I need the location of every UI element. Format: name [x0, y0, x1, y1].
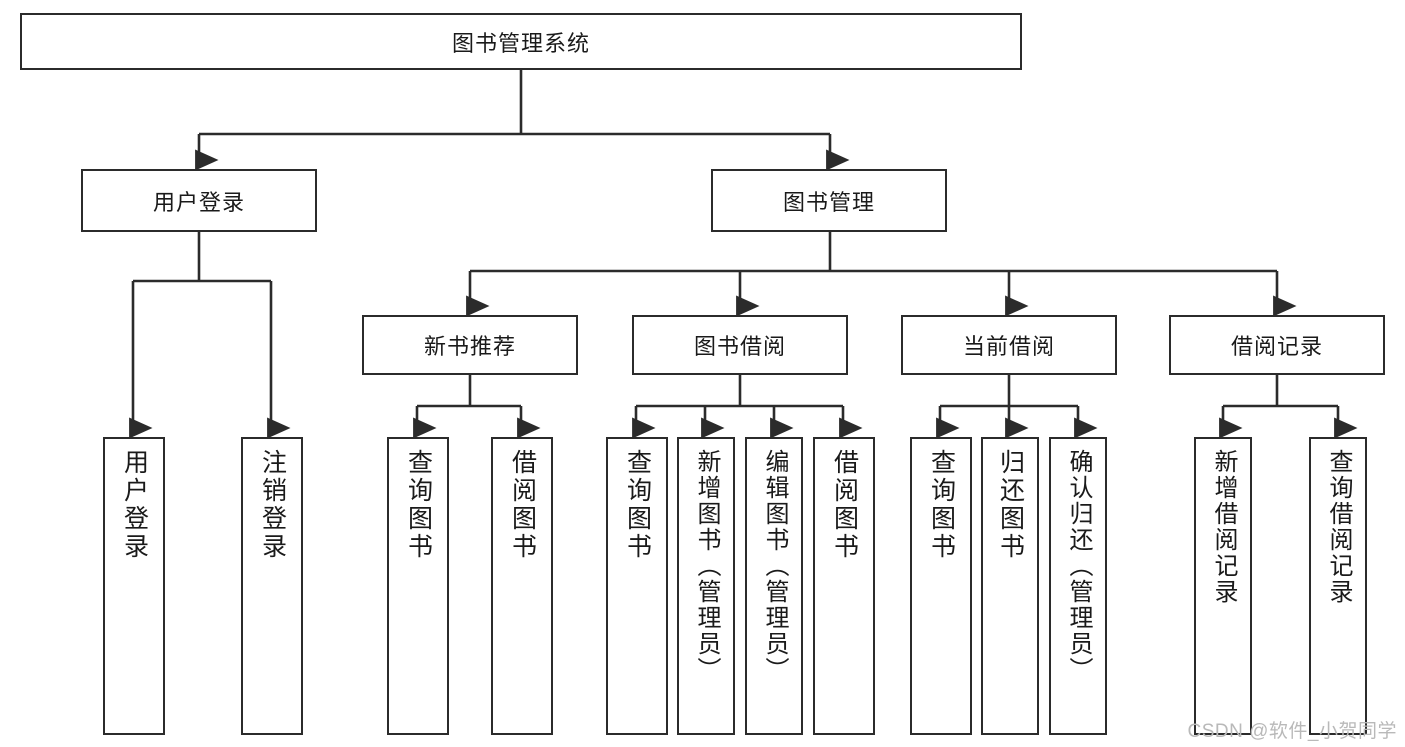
leaf-nb-borrow-book[interactable]: 借阅图书	[491, 437, 553, 735]
node-new-book-recommend-label: 新书推荐	[423, 334, 516, 359]
node-user-login[interactable]: 用户登录	[81, 169, 317, 232]
leaf-nb-query-book[interactable]: 查询图书	[387, 437, 449, 735]
node-borrow-record-label: 借阅记录	[1230, 334, 1323, 359]
leaf-logout-label: 注销登录	[258, 449, 287, 561]
leaf-br-query-record-label: 查询借阅记录	[1324, 449, 1352, 605]
leaf-bb-query-book-label: 查询图书	[623, 449, 652, 561]
leaf-user-login[interactable]: 用户登录	[103, 437, 165, 735]
node-borrow-record[interactable]: 借阅记录	[1169, 315, 1385, 375]
leaf-cb-return-book[interactable]: 归还图书	[981, 437, 1039, 735]
node-current-borrow[interactable]: 当前借阅	[901, 315, 1117, 375]
leaf-bb-borrow-book-label: 借阅图书	[830, 449, 859, 561]
node-book-management[interactable]: 图书管理	[711, 169, 947, 232]
leaf-br-add-record-label: 新增借阅记录	[1209, 449, 1237, 605]
leaf-bb-edit-book-admin[interactable]: 编辑图书（管理员）	[745, 437, 803, 735]
leaf-cb-confirm-return-admin[interactable]: 确认归还（管理员）	[1049, 437, 1107, 735]
leaf-nb-borrow-book-label: 借阅图书	[508, 449, 537, 561]
node-root-system[interactable]: 图书管理系统	[20, 13, 1022, 70]
node-user-login-label: 用户登录	[152, 189, 245, 215]
leaf-cb-confirm-return-admin-label: 确认归还（管理员）	[1064, 449, 1092, 683]
node-root-system-label: 图书管理系统	[451, 30, 590, 56]
leaf-cb-query-book-label: 查询图书	[927, 449, 956, 561]
leaf-bb-add-book-admin-label: 新增图书（管理员）	[692, 449, 720, 683]
node-book-management-label: 图书管理	[782, 189, 875, 215]
leaf-br-query-record[interactable]: 查询借阅记录	[1309, 437, 1367, 735]
leaf-bb-query-book[interactable]: 查询图书	[606, 437, 668, 735]
leaf-nb-query-book-label: 查询图书	[404, 449, 433, 561]
node-book-borrow-label: 图书借阅	[693, 334, 786, 359]
watermark-text: CSDN @软件_小贺同学	[1187, 721, 1397, 742]
leaf-user-login-label: 用户登录	[120, 449, 149, 561]
leaf-bb-borrow-book[interactable]: 借阅图书	[813, 437, 875, 735]
node-current-borrow-label: 当前借阅	[962, 334, 1055, 359]
leaf-cb-return-book-label: 归还图书	[996, 449, 1025, 561]
leaf-logout[interactable]: 注销登录	[241, 437, 303, 735]
leaf-bb-add-book-admin[interactable]: 新增图书（管理员）	[677, 437, 735, 735]
leaf-br-add-record[interactable]: 新增借阅记录	[1194, 437, 1252, 735]
node-book-borrow[interactable]: 图书借阅	[632, 315, 848, 375]
node-new-book-recommend[interactable]: 新书推荐	[362, 315, 578, 375]
leaf-cb-query-book[interactable]: 查询图书	[910, 437, 972, 735]
leaf-bb-edit-book-admin-label: 编辑图书（管理员）	[760, 449, 788, 683]
